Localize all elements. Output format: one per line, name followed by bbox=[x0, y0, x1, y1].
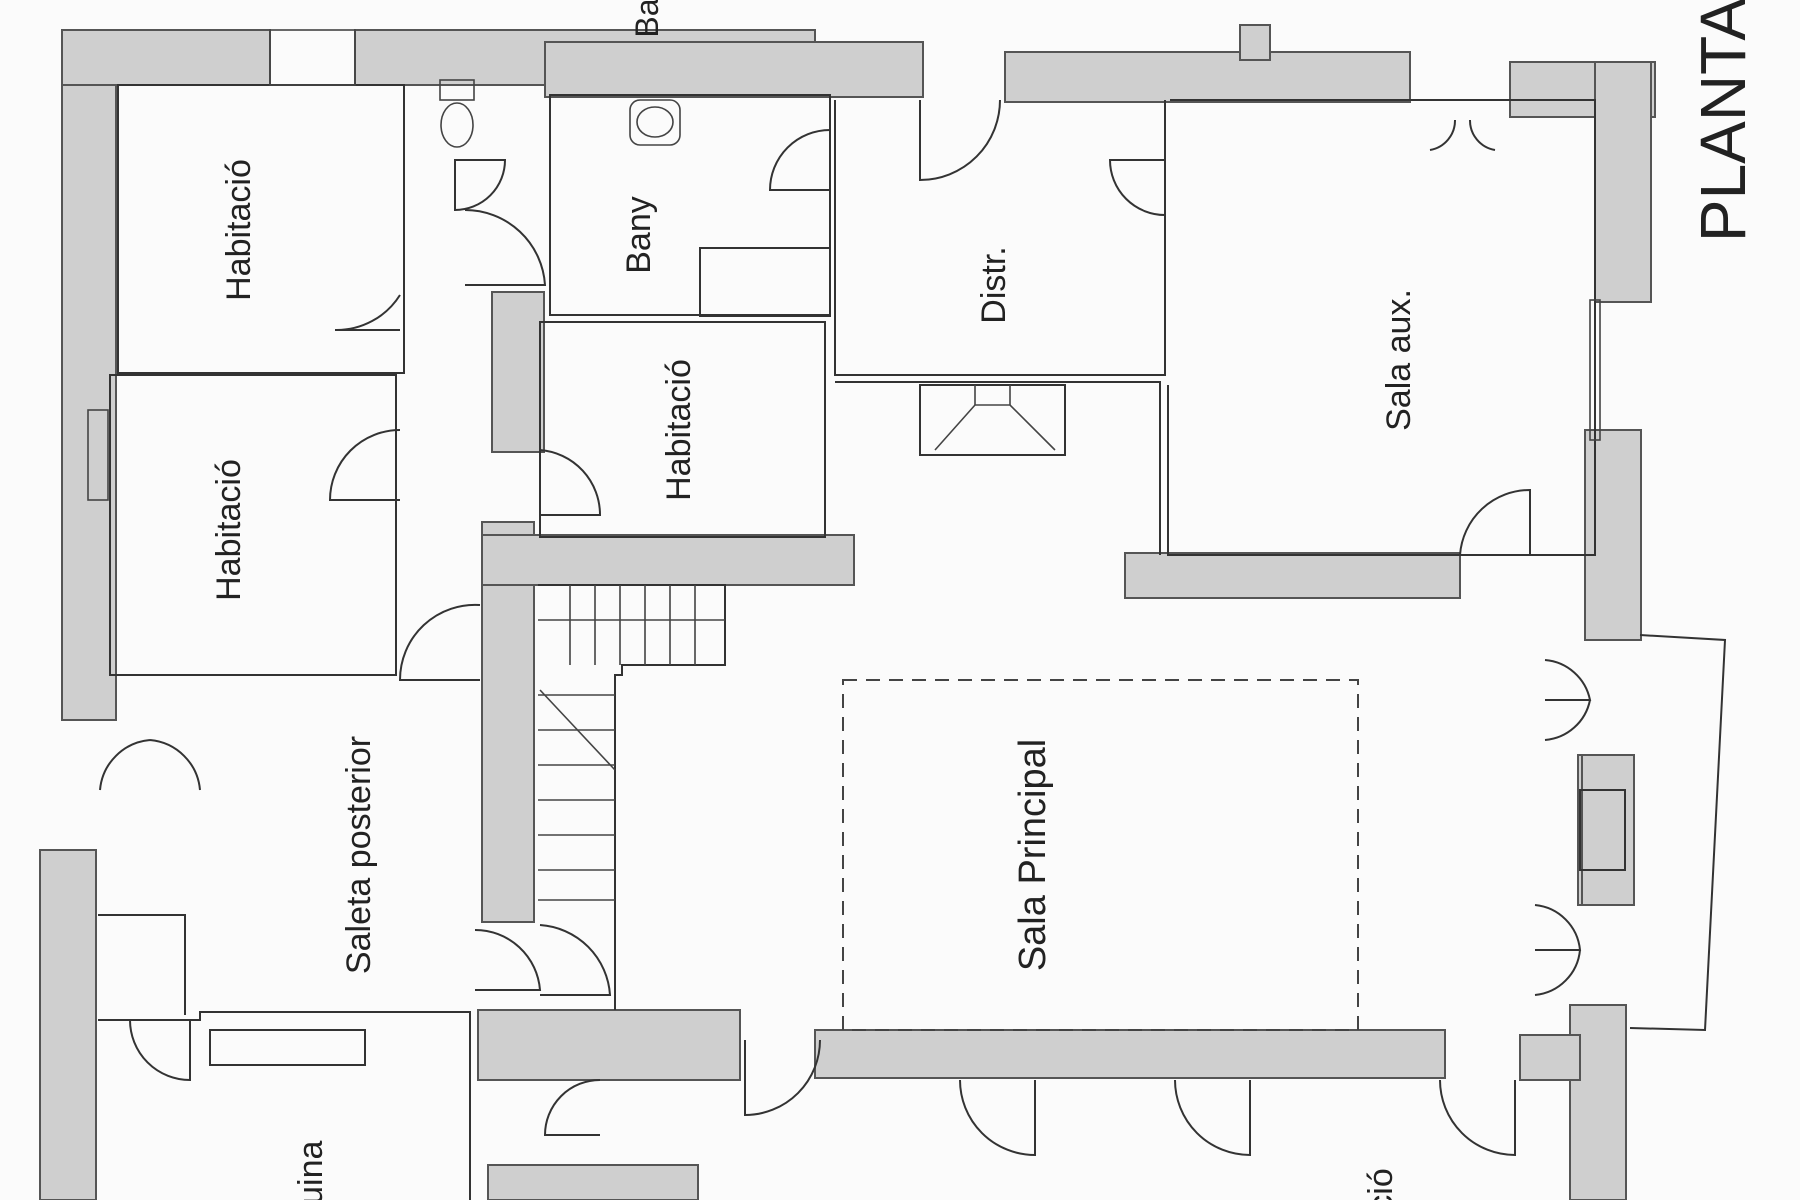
cuina-pantry bbox=[98, 914, 186, 1015]
outer-wall-top-notch bbox=[1239, 24, 1271, 61]
door-bany bbox=[768, 129, 831, 191]
bany-bathtub bbox=[699, 247, 831, 317]
label-bany: Bany bbox=[620, 196, 658, 274]
label-saleta-posterior: Saleta posterior bbox=[340, 736, 378, 974]
door-kitchen bbox=[474, 928, 542, 991]
door-bottom-center bbox=[959, 1079, 1036, 1157]
door-saleta bbox=[398, 603, 481, 681]
door-bottom-far-right bbox=[1439, 1079, 1516, 1157]
wall-cuina-top bbox=[477, 1009, 741, 1081]
door-sala-aux-bottom bbox=[1459, 488, 1531, 556]
outer-wall-right-1 bbox=[1594, 61, 1652, 303]
outer-wall-top-3 bbox=[544, 41, 924, 98]
washbasin bbox=[629, 99, 681, 146]
outer-wall-top-4 bbox=[1004, 51, 1411, 103]
toilet-tank bbox=[439, 79, 475, 101]
outer-wall-left-lower bbox=[39, 849, 97, 1200]
room-sala-aux bbox=[1167, 99, 1596, 556]
cuina-counter bbox=[209, 1029, 366, 1066]
stair-arrow bbox=[539, 689, 616, 771]
wall-sala-principal-bottom bbox=[814, 1029, 1446, 1079]
terrace-outline bbox=[1629, 634, 1727, 1032]
fireplace bbox=[1579, 789, 1626, 871]
door-sala-aux-top bbox=[1429, 119, 1496, 151]
wall-sala-aux-bottom bbox=[1124, 552, 1461, 599]
room-bany bbox=[549, 94, 831, 316]
outer-wall-left-upper bbox=[61, 29, 117, 721]
window-right bbox=[1589, 299, 1601, 441]
outer-wall-top-1 bbox=[61, 29, 271, 86]
room-labels: Habitació Habitació Habitació Bany Ba Di… bbox=[210, 0, 1759, 1200]
corridor-outline bbox=[835, 381, 1161, 555]
staircase bbox=[538, 584, 726, 1010]
door-corridor-top bbox=[464, 208, 547, 286]
washbasin-bowl bbox=[636, 106, 674, 138]
door-distr-top bbox=[919, 99, 1001, 182]
wall-habitacio-stairs bbox=[481, 534, 855, 586]
wall-bottom-right bbox=[1519, 1034, 1581, 1081]
label-sala-aux: Sala aux. bbox=[1380, 289, 1418, 431]
door-cuina bbox=[129, 1019, 191, 1082]
room-habitacio-center bbox=[539, 321, 826, 538]
room-habitacio-mid bbox=[109, 374, 397, 676]
doors bbox=[99, 99, 1592, 1157]
door-habitacio-top bbox=[334, 294, 401, 332]
walls bbox=[39, 24, 1656, 1200]
spine-wall-upper bbox=[491, 291, 545, 453]
door-back-entry bbox=[99, 739, 201, 791]
plan-title: PLANTA bbox=[1687, 0, 1759, 242]
label-habitacio-top: Habitació bbox=[220, 159, 258, 301]
label-sala-principal: Sala Principal bbox=[1012, 739, 1054, 971]
label-habitacio-bottom: ció bbox=[1362, 1168, 1400, 1200]
stairs-outline bbox=[538, 584, 726, 1010]
door-bottom-right bbox=[1174, 1079, 1251, 1157]
room-habitacio-top bbox=[117, 84, 405, 374]
door-terrace-top bbox=[1544, 659, 1592, 741]
sala-principal-rug bbox=[842, 679, 1359, 1031]
door-sala-principal-left bbox=[744, 1039, 821, 1117]
room-distr bbox=[834, 100, 1166, 376]
fireplace-wall bbox=[1581, 754, 1635, 906]
door-terrace-bottom bbox=[1534, 904, 1582, 996]
outer-wall-right-2 bbox=[1584, 429, 1642, 641]
chimney-hood bbox=[934, 404, 1056, 451]
door-habitacio-mid bbox=[328, 429, 401, 501]
label-distr: Distr. bbox=[975, 246, 1013, 323]
door-sala-aux-left bbox=[1108, 159, 1166, 216]
door-wc bbox=[454, 159, 507, 212]
window-left bbox=[87, 409, 109, 501]
room-outlines bbox=[87, 29, 1727, 1200]
room-cuina-outline bbox=[98, 1011, 471, 1200]
label-habitacio-center: Habitació bbox=[660, 359, 698, 501]
label-bany-top: Ba bbox=[629, 0, 665, 38]
label-habitacio-mid: Habitació bbox=[210, 459, 248, 601]
label-cuina: Cuina bbox=[292, 1140, 330, 1200]
door-bottom-left bbox=[543, 1079, 601, 1136]
door-habitacio-center bbox=[539, 449, 602, 516]
window-top-left bbox=[269, 29, 356, 86]
chimney-box bbox=[919, 384, 1066, 456]
door-stairs-bottom bbox=[539, 924, 612, 996]
wall-bottom-center bbox=[487, 1164, 699, 1200]
toilet-bowl bbox=[440, 102, 474, 148]
spine-wall-lower bbox=[481, 521, 535, 923]
